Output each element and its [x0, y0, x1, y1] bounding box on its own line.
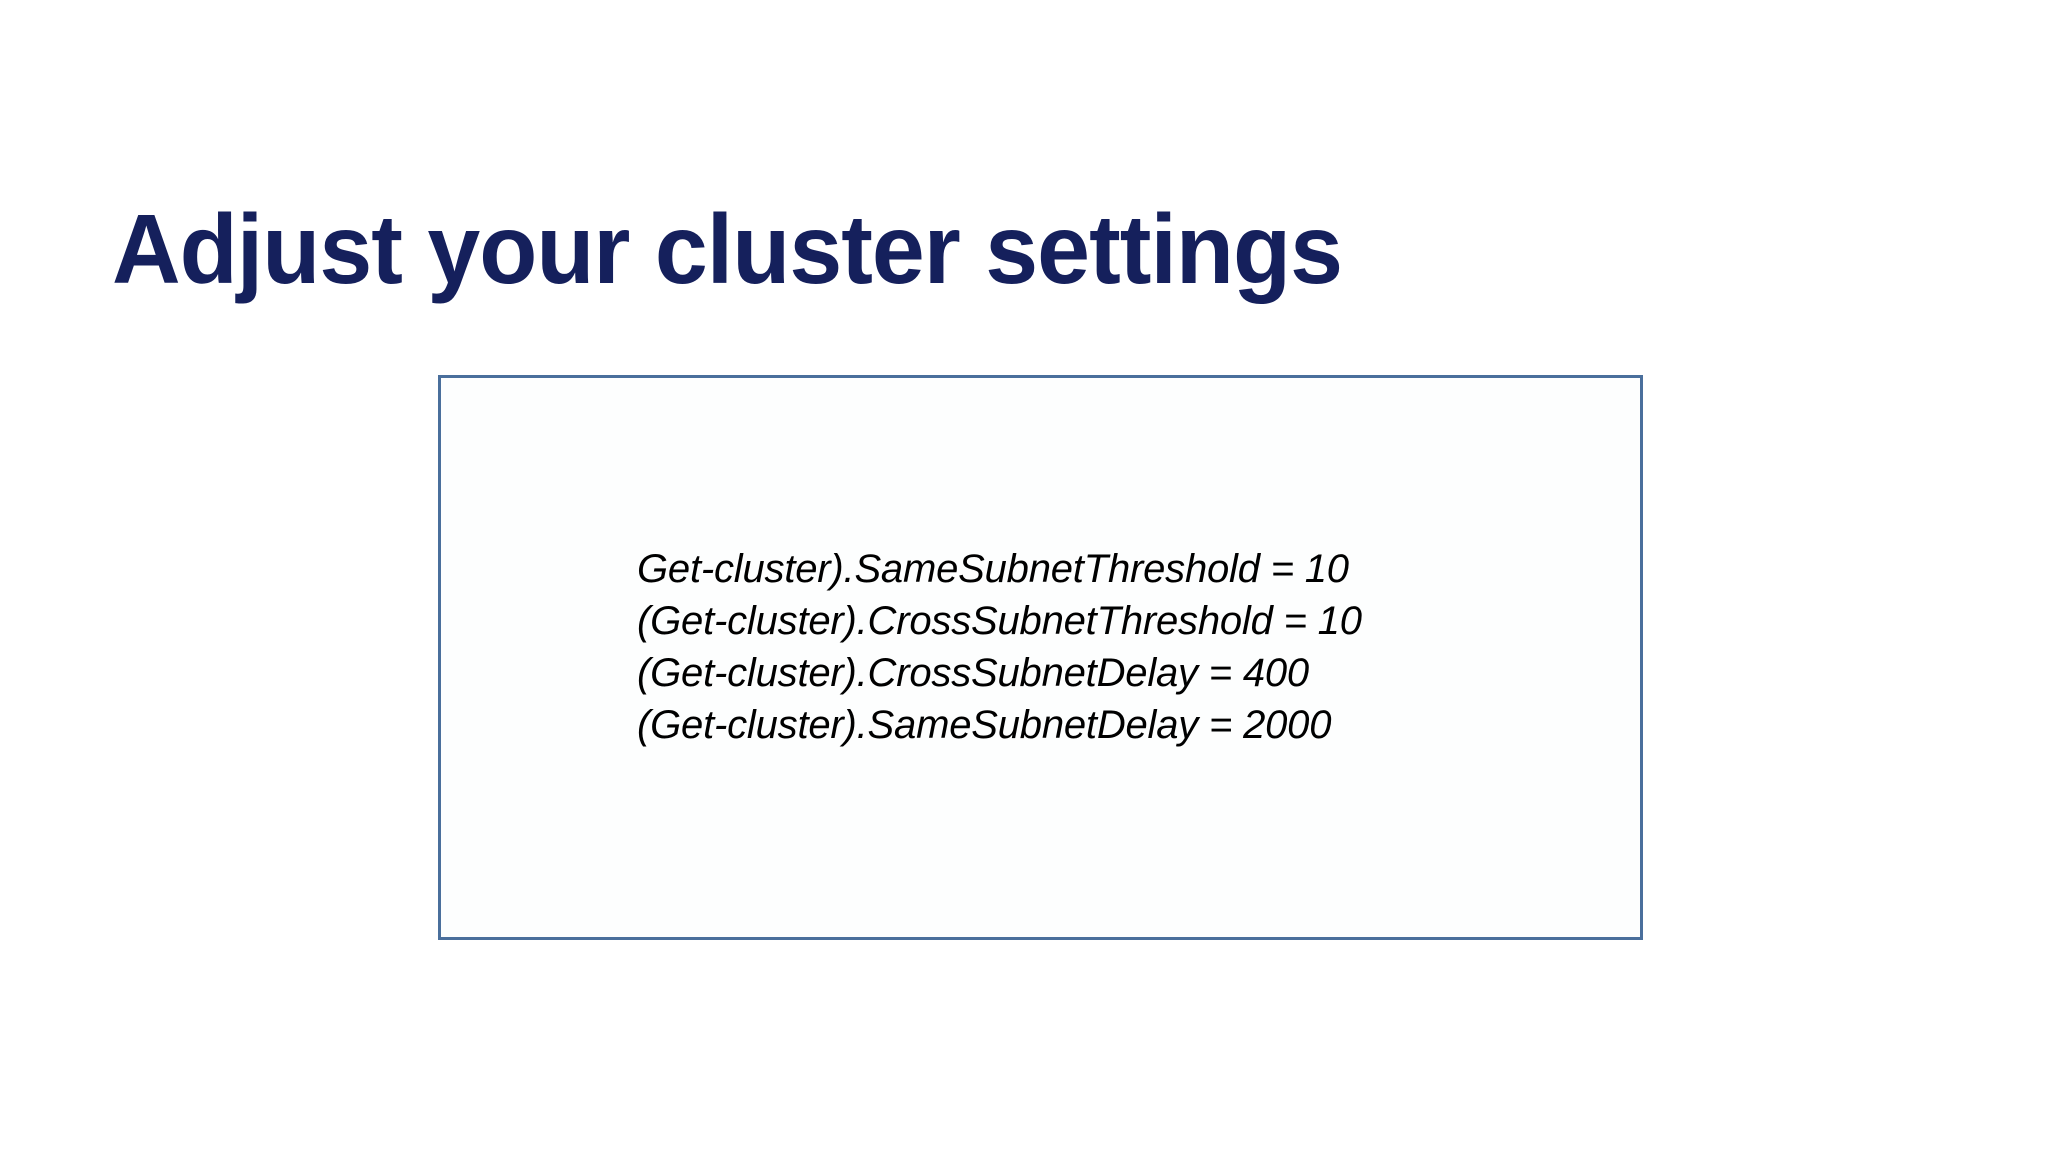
command-line: Get-cluster).SameSubnetThreshold = 10: [637, 547, 1349, 591]
command-list: Get-cluster).SameSubnetThreshold = 10 (G…: [637, 543, 1362, 751]
page-title: Adjust your cluster settings: [112, 193, 1343, 304]
command-line: (Get-cluster).CrossSubnetThreshold = 10: [637, 599, 1362, 643]
command-line: (Get-cluster).SameSubnetDelay = 2000: [637, 703, 1332, 747]
command-line: (Get-cluster).CrossSubnetDelay = 400: [637, 651, 1309, 695]
command-box: Get-cluster).SameSubnetThreshold = 10 (G…: [438, 375, 1643, 940]
